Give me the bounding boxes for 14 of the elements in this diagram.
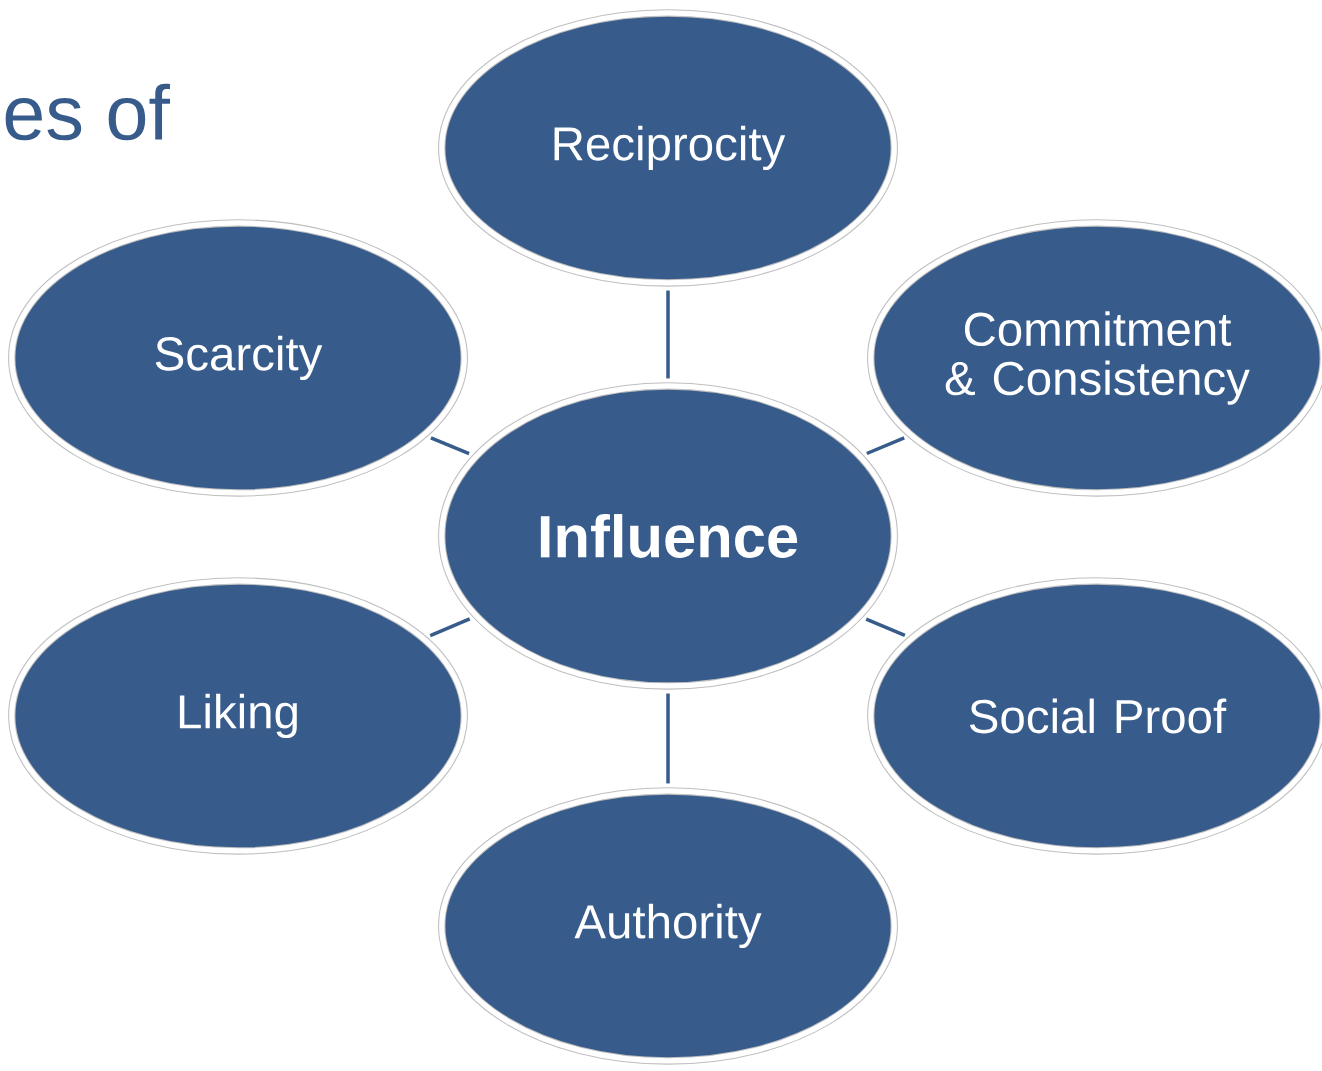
bubble: Authority [438,787,898,1065]
bubble: Scarcity [8,219,468,497]
bubble: Reciprocity [438,9,898,287]
bubble: Liking [8,577,468,855]
connector-line [666,693,670,784]
connector-line [666,290,670,379]
connector-line [430,436,470,456]
connector-line [865,617,906,637]
connector-line [866,436,905,456]
connector-line [429,617,471,638]
bubble: Commitment & Consistency [867,219,1322,497]
bubble: Social Proof [867,577,1322,855]
center-bubble: Influence [438,382,898,690]
title-fragment: es of [5,83,170,141]
